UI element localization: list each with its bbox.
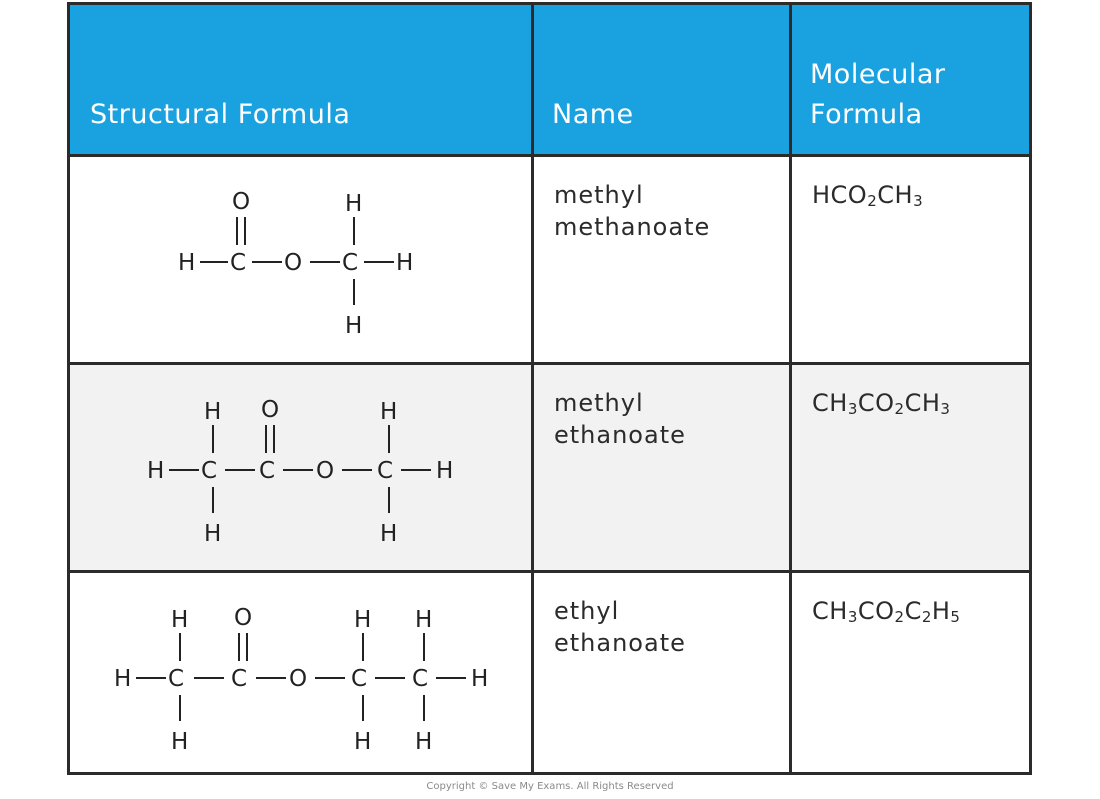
atom-c: C [230, 250, 246, 276]
atom-h: H [471, 666, 488, 692]
atom-h: H [345, 313, 362, 339]
name-row-2-line2: ethanoate [554, 421, 686, 449]
atom-h: H [171, 729, 188, 755]
atom-c: C [342, 250, 358, 276]
atom-h: H [436, 458, 453, 484]
row-2-background [70, 365, 1029, 570]
grid-line [70, 570, 1029, 573]
atom-c: C [168, 666, 184, 692]
name-row-1-line2: methanoate [554, 213, 711, 241]
structure-methyl-ethanoate: H C H H C O O C H H H [147, 397, 453, 547]
atom-h: H [204, 521, 221, 547]
name-row-3-line2: ethanoate [554, 629, 686, 657]
atom-h: H [415, 729, 432, 755]
header-structural-formula: Structural Formula [90, 99, 351, 130]
row-3-background [70, 573, 1029, 772]
copyright-notice: Copyright © Save My Exams. All Rights Re… [426, 781, 674, 792]
atom-h: H [114, 666, 131, 692]
atom-c: C [201, 458, 217, 484]
atom-h: H [396, 250, 413, 276]
atom-c: C [231, 666, 247, 692]
molecular-formula-row-2: CH3CO2CH3 [812, 389, 951, 418]
atom-o: O [261, 397, 279, 423]
header-row [70, 5, 1029, 154]
header-molecular-formula-line2: Formula [810, 99, 923, 130]
name-row-1-line1: methyl [554, 181, 644, 209]
atom-c: C [412, 666, 428, 692]
atom-o: O [284, 250, 302, 276]
atom-h: H [354, 729, 371, 755]
structure-methyl-methanoate: H C O O C H H H [178, 189, 413, 339]
atom-h: H [354, 607, 371, 633]
atom-h: H [147, 458, 164, 484]
grid-line [70, 362, 1029, 365]
grid-line [70, 154, 1029, 157]
atom-h: H [171, 607, 188, 633]
ester-table: Structural Formula Name Molecular Formul… [67, 2, 1032, 775]
atom-h: H [178, 250, 195, 276]
atom-o: O [234, 605, 252, 631]
atom-c: C [259, 458, 275, 484]
atom-c: C [377, 458, 393, 484]
atom-h: H [345, 191, 362, 217]
grid-line [531, 5, 534, 772]
header-name: Name [552, 99, 634, 130]
atom-o: O [316, 458, 334, 484]
row-1-background [70, 157, 1029, 362]
atom-o: O [232, 189, 250, 215]
atom-h: H [380, 521, 397, 547]
atom-h: H [380, 399, 397, 425]
molecular-formula-row-1: HCO2CH3 [812, 181, 924, 210]
molecular-formula-row-3: CH3CO2C2H5 [812, 597, 961, 626]
atom-o: O [289, 666, 307, 692]
header-molecular-formula-line1: Molecular [810, 59, 946, 90]
atom-c: C [351, 666, 367, 692]
grid-line [789, 5, 792, 772]
name-row-2-line1: methyl [554, 389, 644, 417]
structure-ethyl-ethanoate: H C H H C O O C H H C H H H [114, 605, 488, 755]
atom-h: H [204, 399, 221, 425]
atom-h: H [415, 607, 432, 633]
name-row-3-line1: ethyl [554, 597, 620, 625]
